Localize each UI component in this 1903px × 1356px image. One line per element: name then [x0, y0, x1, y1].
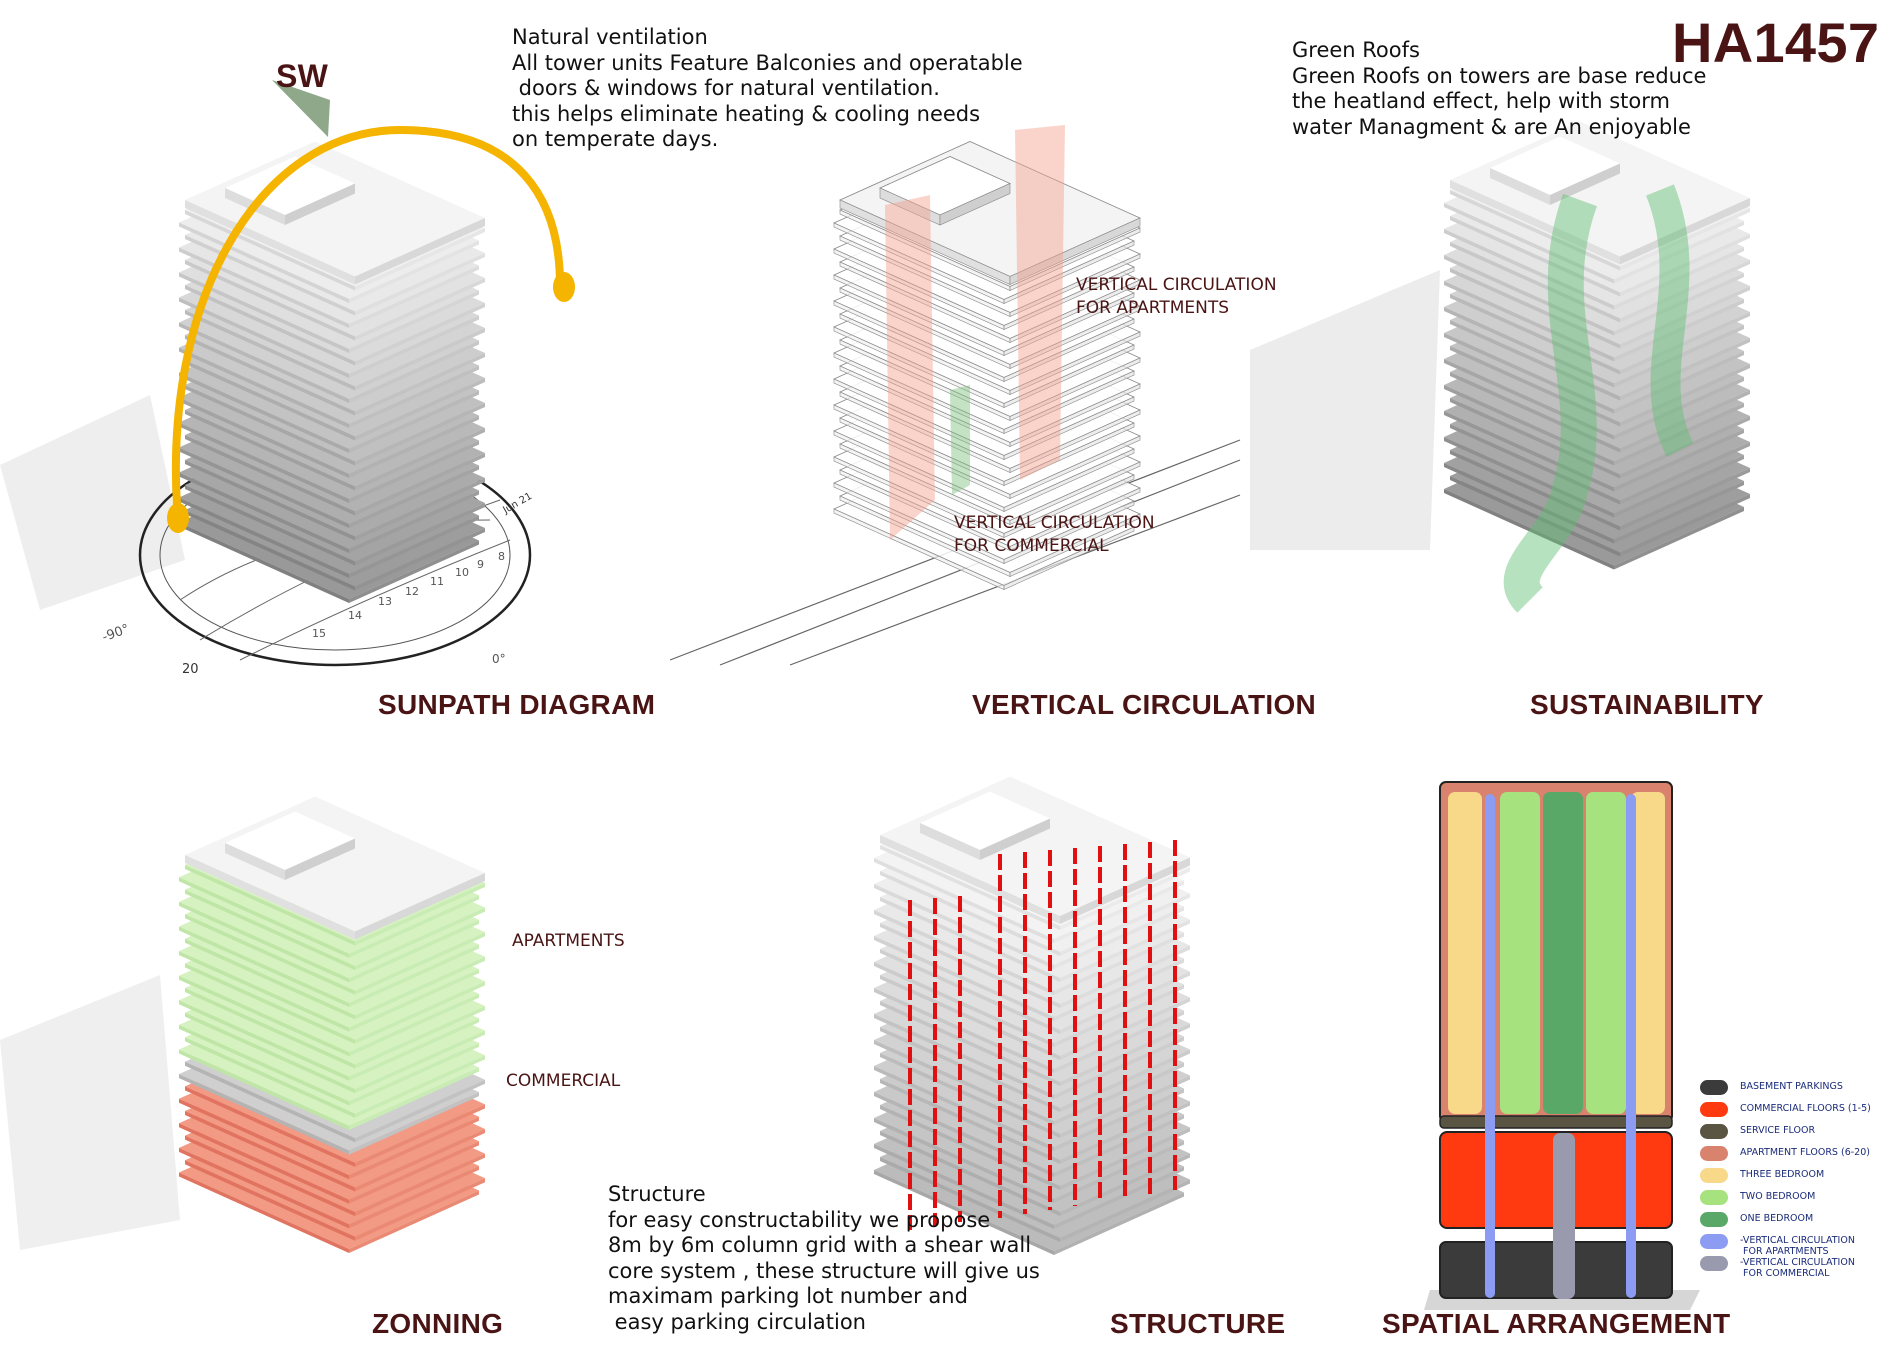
legend-label: THREE BEDROOM — [1740, 1169, 1825, 1180]
sun-arc — [171, 125, 564, 521]
legend-label: -VERTICAL CIRCULATION FOR COMMERCIAL — [1740, 1257, 1855, 1279]
legend-label: SERVICE FLOOR — [1740, 1125, 1816, 1136]
legend-label: BASEMENT PARKINGS — [1740, 1081, 1843, 1092]
legend-swatch — [1700, 1168, 1728, 1183]
apartment-core-right — [1015, 125, 1065, 480]
sun-scale-label: 10 — [455, 566, 469, 579]
sunpath-tower — [179, 141, 485, 603]
legend-swatch — [1700, 1146, 1728, 1161]
sw-arrow-icon — [272, 80, 330, 137]
zone-commercial-label: COMMERCIAL — [506, 1071, 621, 1091]
legend-swatch — [1700, 1080, 1728, 1095]
commercial-circulation-label: VERTICAL CIRCULATION FOR COMMERCIAL — [954, 513, 1155, 556]
service-floor-block — [1439, 1115, 1673, 1129]
zonning-drawing — [0, 796, 485, 1253]
zone-apartments-label: APARTMENTS — [512, 931, 625, 951]
sustainability-title: SUSTAINABILITY — [1530, 689, 1764, 720]
sun-scale-label: 11 — [430, 575, 444, 588]
apartment-core-left — [885, 195, 935, 540]
two-bedroom-zone — [1500, 792, 1540, 1114]
legend-swatch — [1700, 1234, 1728, 1249]
sun-scale-label: 14 — [348, 609, 362, 622]
vertical-circulation-title: VERTICAL CIRCULATION — [972, 689, 1317, 720]
legend-swatch — [1700, 1124, 1728, 1139]
three-bedroom-zone — [1448, 792, 1482, 1114]
wireframe-tower — [833, 141, 1141, 590]
commercial-circulation-shaft — [1553, 1133, 1575, 1299]
green-roof-strip — [1645, 184, 1694, 457]
apartment-circulation-label: VERTICAL CIRCULATION FOR APARTMENTS — [1076, 275, 1277, 318]
apartment-circulation-shaft — [1485, 794, 1495, 1298]
legend-label: COMMERCIAL FLOORS (1-5) — [1740, 1103, 1871, 1114]
structure-drawing — [874, 776, 1190, 1255]
sun-scale-label: 13 — [378, 595, 392, 608]
green-roof-strip — [1503, 193, 1598, 613]
spatial-diagram — [1424, 781, 1700, 1310]
green-tower — [1444, 121, 1750, 570]
structure-title: STRUCTURE — [1110, 1308, 1286, 1339]
legend-label: -VERTICAL CIRCULATION FOR APARTMENTS — [1740, 1235, 1855, 1257]
one-bedroom-zone — [1543, 792, 1583, 1114]
sun-start-icon — [167, 503, 189, 533]
sun-scale-label: 0° — [492, 652, 506, 666]
sun-end-icon — [553, 272, 575, 302]
legend-swatch — [1700, 1256, 1728, 1271]
sw-direction-label: SW — [276, 58, 329, 94]
sun-scale-label: 20 — [182, 662, 199, 677]
structure-note: Structure for easy constructability we p… — [608, 1182, 1040, 1334]
legend-swatch — [1700, 1212, 1728, 1227]
legend-swatch — [1700, 1190, 1728, 1205]
legend-label: TWO BEDROOM — [1740, 1191, 1816, 1202]
legend-label: ONE BEDROOM — [1740, 1213, 1814, 1224]
project-code: HA1457 — [1672, 11, 1880, 74]
spatial-arrangement-title: SPATIAL ARRANGEMENT — [1382, 1308, 1731, 1339]
three-bedroom-zone — [1631, 792, 1665, 1114]
apartment-circulation-shaft — [1626, 794, 1636, 1298]
green-roofs-note: Green Roofs Green Roofs on towers are ba… — [1292, 38, 1707, 139]
sun-scale-label: 15 — [312, 627, 326, 640]
legend-label: APARTMENT FLOORS (6-20) — [1740, 1147, 1870, 1158]
sustainability-drawing — [1250, 121, 1750, 613]
sunpath-drawing — [0, 80, 575, 667]
column-grid — [908, 840, 1177, 1230]
ventilation-note: Natural ventilation All tower units Feat… — [512, 25, 1023, 151]
sunpath-title: SUNPATH DIAGRAM — [378, 689, 656, 720]
structure-tower — [874, 776, 1190, 1255]
zonning-title: ZONNING — [372, 1308, 504, 1339]
two-bedroom-zone — [1586, 792, 1626, 1114]
sun-scale-label: 12 — [405, 585, 419, 598]
legend-swatch — [1700, 1102, 1728, 1117]
vertical-circulation-drawing — [669, 125, 1241, 666]
sun-scale-label: 9 — [477, 558, 484, 571]
commercial-core — [950, 385, 970, 495]
sun-scale-label: 8 — [498, 550, 505, 563]
zonning-tower — [179, 796, 485, 1253]
